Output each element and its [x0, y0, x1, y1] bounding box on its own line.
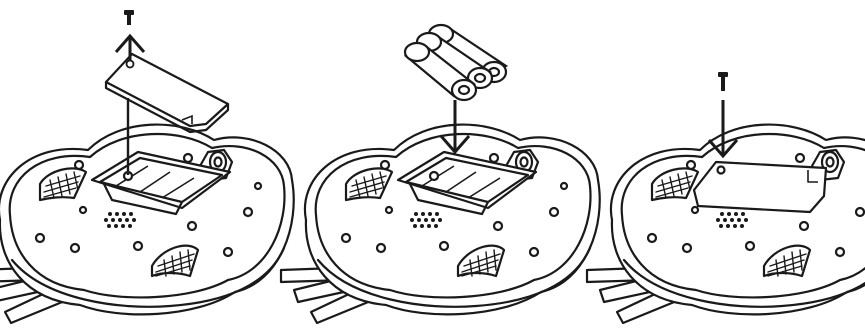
screw-icon: [718, 72, 728, 91]
arrow-down-icon: [707, 100, 739, 159]
battery-cover: [104, 52, 230, 134]
battery-icon: [403, 41, 478, 102]
arrow-down-icon: [439, 100, 471, 155]
step-3-replace-cover: [585, 72, 865, 325]
screw-icon: [124, 10, 134, 25]
step-1-remove-cover: [0, 10, 295, 325]
arrow-up-icon: [114, 33, 146, 60]
step-2-insert-batteries: [279, 23, 601, 325]
